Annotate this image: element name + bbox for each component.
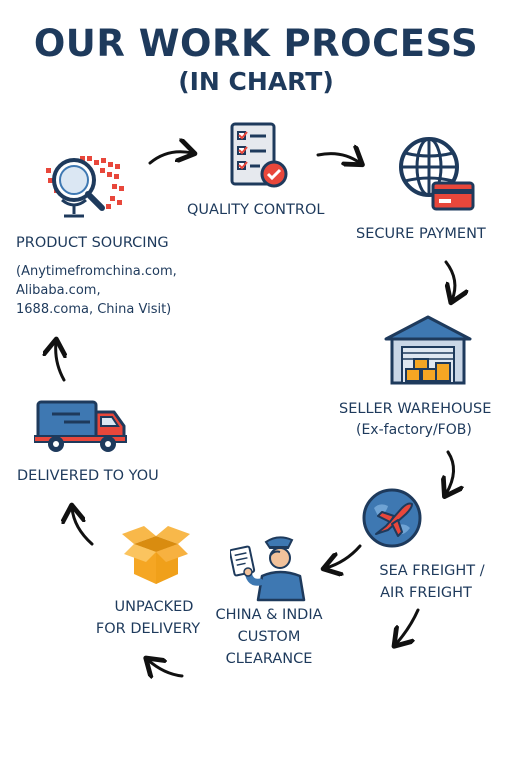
step-sub-seller-warehouse: (Ex-factory/FOB) bbox=[356, 422, 472, 438]
page-subtitle: (IN CHART) bbox=[178, 67, 334, 96]
open-box-icon bbox=[120, 522, 192, 586]
checklist-icon bbox=[228, 120, 292, 192]
warehouse-icon bbox=[382, 313, 474, 387]
page-title: OUR WORK PROCESS bbox=[33, 22, 479, 65]
step-label-delivered: DELIVERED TO YOU bbox=[17, 468, 159, 484]
globe-plane-icon bbox=[360, 486, 424, 550]
step-sub-product-sourcing-3: 1688.coma, China Visit) bbox=[16, 302, 172, 317]
step-label-unpacked-1: UNPACKED bbox=[114, 599, 194, 615]
step-label-quality-control: QUALITY CONTROL bbox=[187, 202, 325, 218]
step-label-product-sourcing: PRODUCT SOURCING bbox=[16, 235, 169, 251]
step-label-seller-warehouse: SELLER WAREHOUSE bbox=[339, 401, 492, 417]
step-label-clearance-2: CUSTOM bbox=[237, 629, 301, 645]
step-label-clearance-1: CHINA & INDIA bbox=[215, 607, 323, 623]
globe-search-icon bbox=[40, 150, 135, 222]
globe-card-icon bbox=[395, 135, 477, 213]
step-label-secure-payment: SECURE PAYMENT bbox=[356, 226, 486, 242]
step-label-unpacked-2: FOR DELIVERY bbox=[95, 621, 201, 637]
truck-icon bbox=[34, 396, 128, 456]
step-sub-product-sourcing-2: Alibaba.com, bbox=[16, 283, 101, 298]
step-label-freight-1: SEA FREIGHT / bbox=[379, 563, 485, 579]
customs-officer-icon bbox=[230, 524, 310, 604]
step-label-clearance-3: CLEARANCE bbox=[225, 651, 313, 667]
step-sub-product-sourcing-1: (Anytimefromchina.com, bbox=[16, 264, 177, 279]
step-label-freight-2: AIR FREIGHT bbox=[380, 585, 472, 601]
